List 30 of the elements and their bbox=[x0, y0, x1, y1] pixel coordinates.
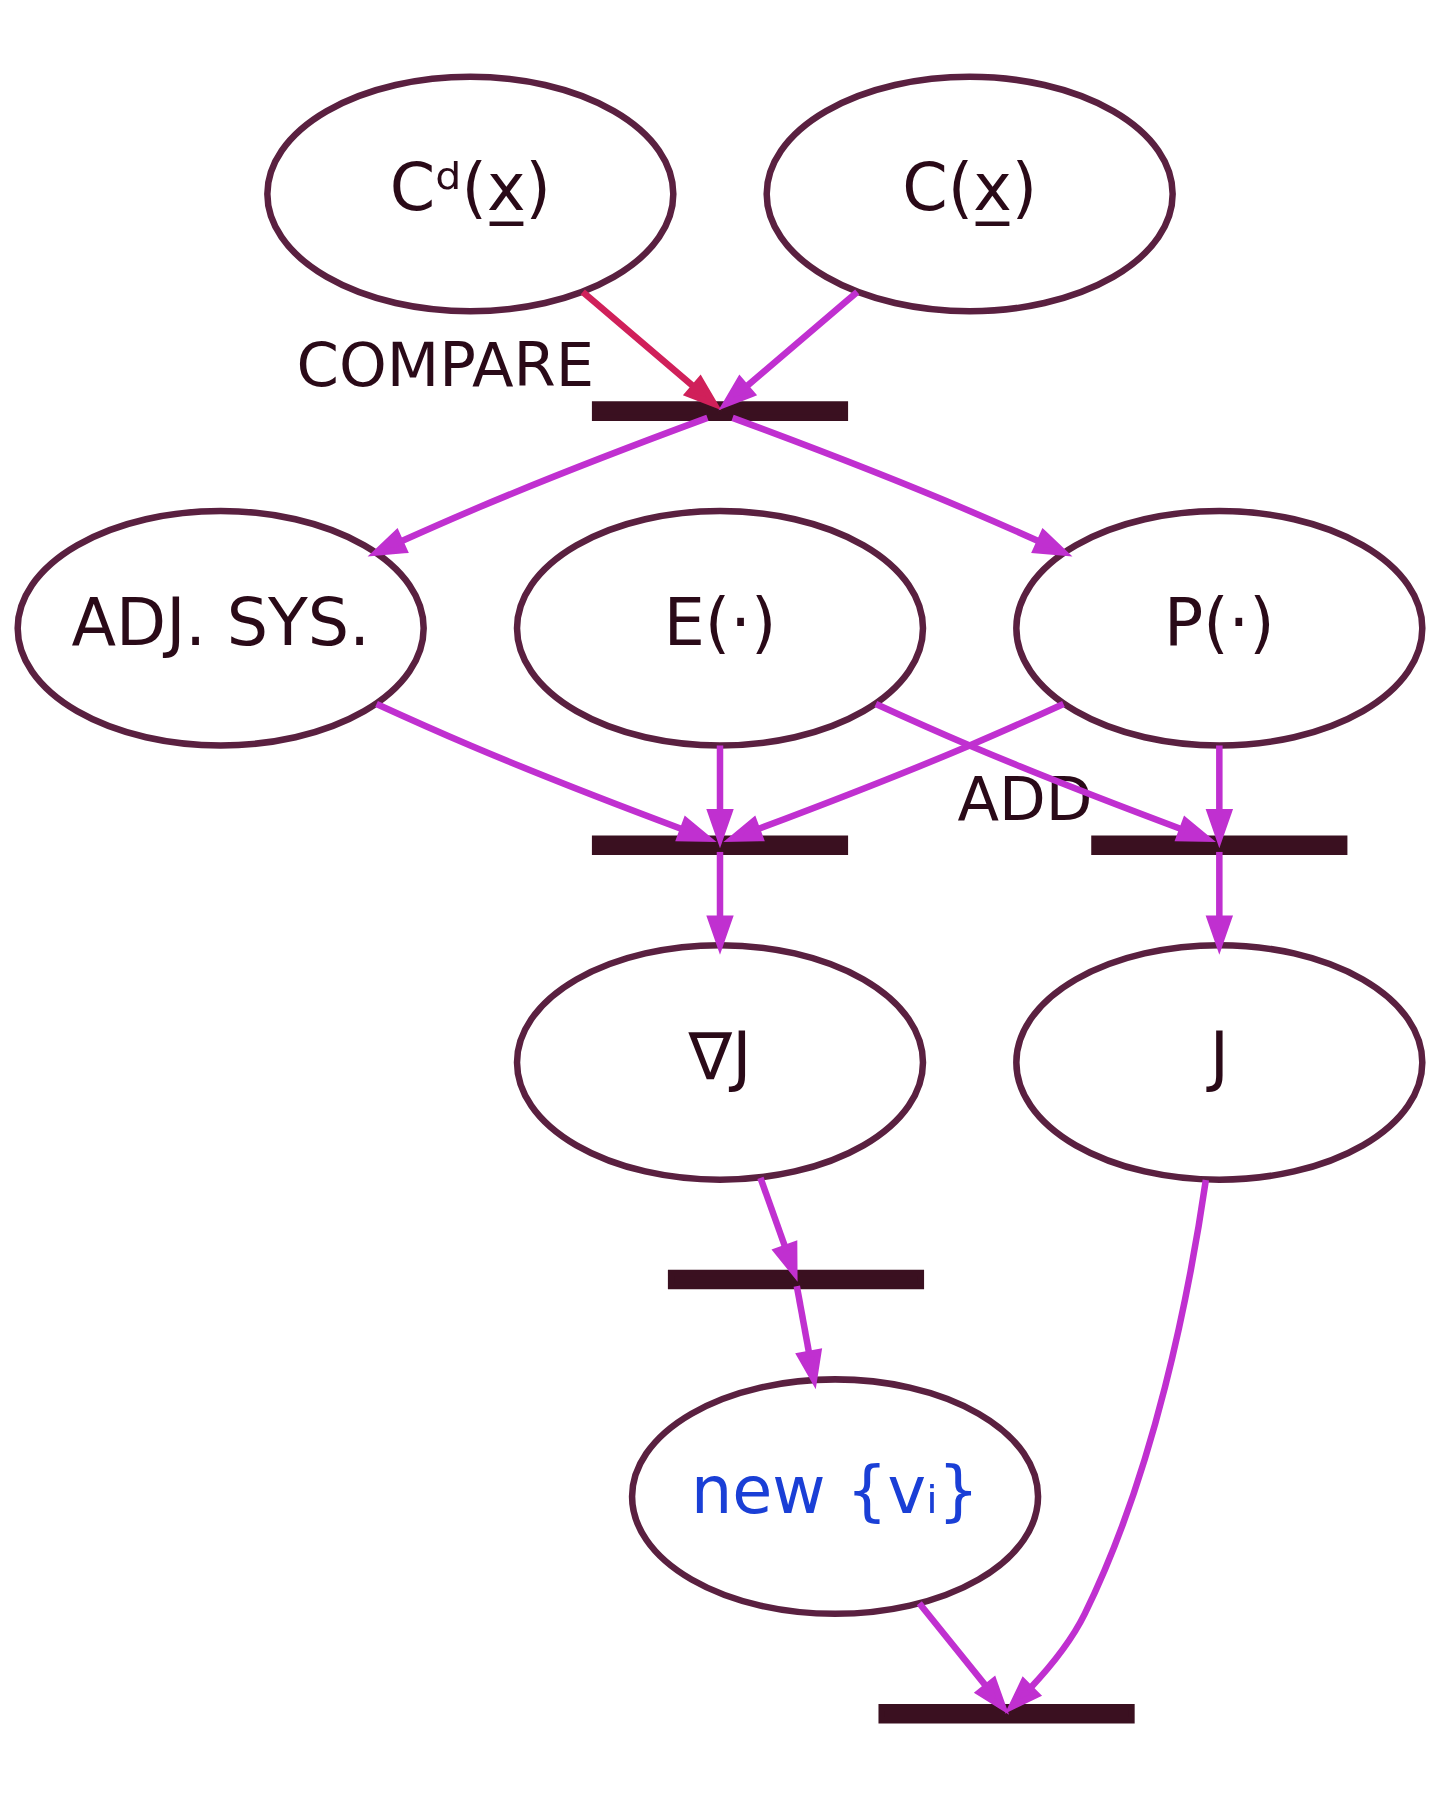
node-label: ADD bbox=[956, 764, 1093, 835]
node-bar bbox=[667, 1269, 924, 1290]
node-ellipse: ∇J bbox=[513, 941, 926, 1183]
arrow bbox=[730, 414, 1072, 557]
arrow bbox=[374, 700, 717, 842]
arrow bbox=[874, 700, 1216, 842]
node-ellipse: J bbox=[1012, 941, 1426, 1183]
arrow bbox=[916, 1601, 1009, 1715]
node-ellipse: ADJ. SYS. bbox=[13, 507, 427, 749]
arrow bbox=[717, 289, 859, 411]
arrow bbox=[1205, 745, 1233, 849]
node-ellipse: C(x̲) bbox=[762, 73, 1176, 315]
arrow bbox=[722, 700, 1065, 842]
arrow bbox=[705, 745, 734, 849]
arrow bbox=[793, 1285, 822, 1390]
arrow bbox=[756, 1176, 798, 1282]
node-label: COMPARE bbox=[296, 329, 594, 400]
arrow bbox=[580, 289, 722, 411]
node-bar bbox=[591, 835, 848, 856]
node-ellipse: P(·) bbox=[1012, 507, 1426, 749]
node-bar bbox=[878, 1703, 1135, 1724]
node-ellipse: new {vᵢ} bbox=[628, 1376, 1041, 1618]
arrow bbox=[1205, 851, 1233, 955]
node-bar bbox=[1090, 835, 1347, 856]
arrow bbox=[367, 414, 709, 557]
node-bar bbox=[591, 401, 848, 421]
node-ellipse: E(·) bbox=[513, 507, 926, 749]
node-ellipse: Cᵈ(x̲) bbox=[263, 73, 677, 315]
arrow bbox=[1004, 1179, 1209, 1714]
arrow bbox=[705, 851, 734, 955]
